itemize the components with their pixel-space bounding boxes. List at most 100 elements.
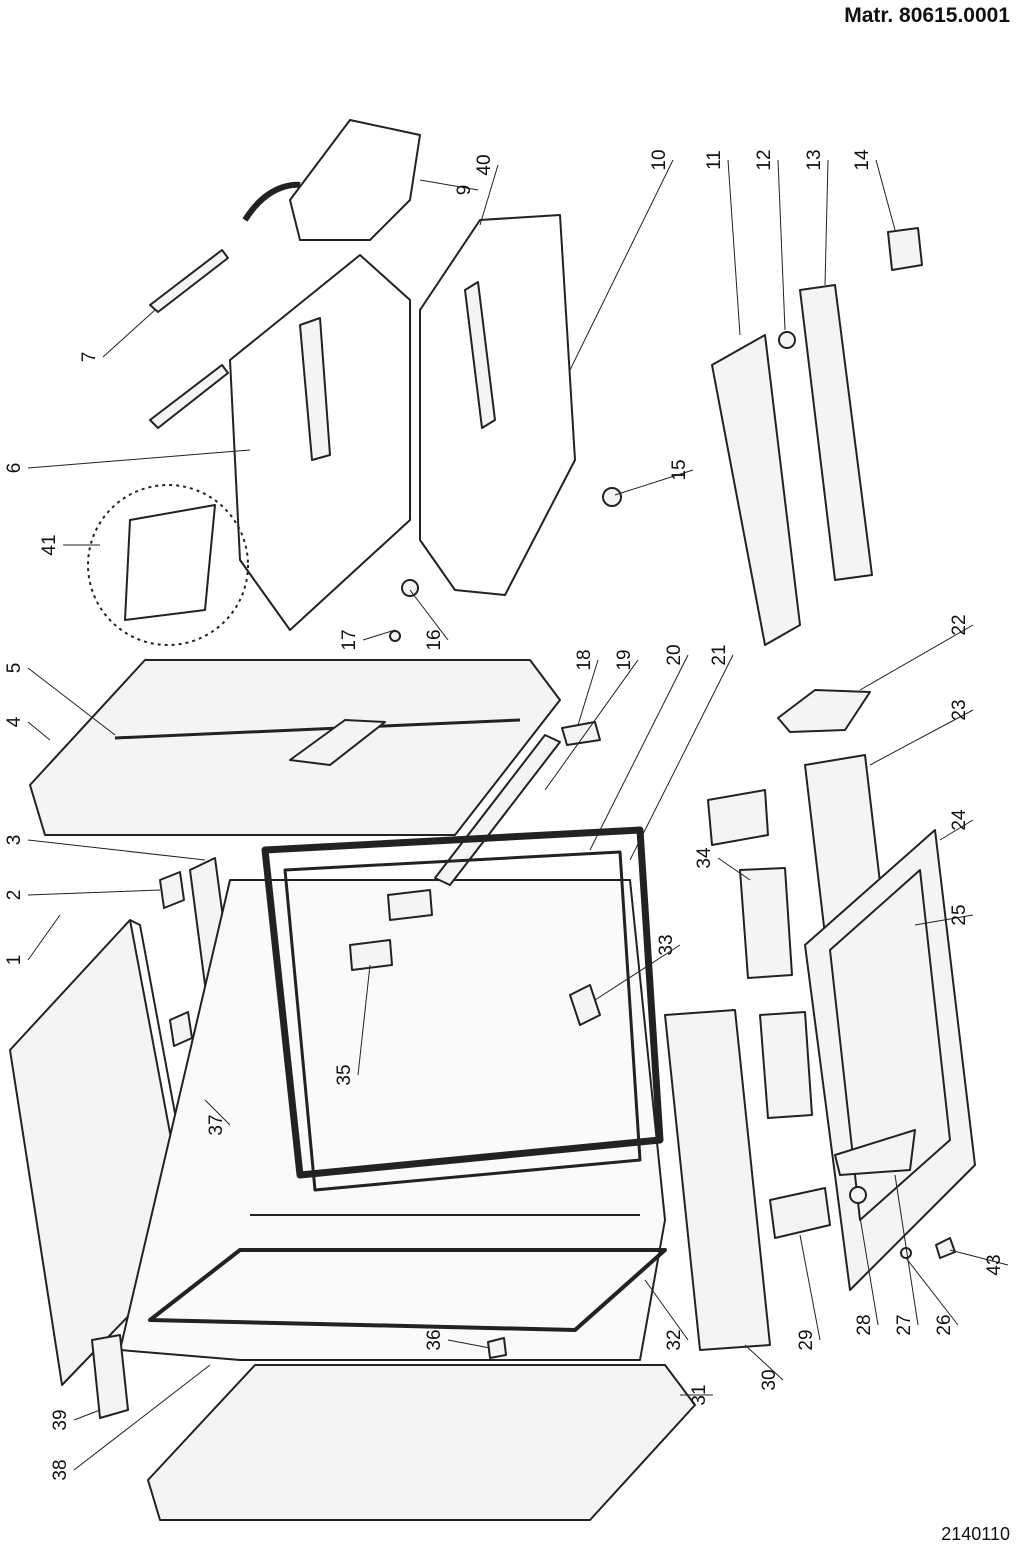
callout-41: 41 <box>39 534 60 555</box>
callout-31: 31 <box>689 1384 710 1405</box>
leader-14 <box>875 159 896 231</box>
callout-19: 19 <box>614 649 635 670</box>
callout-7: 7 <box>79 352 100 363</box>
callout-16: 16 <box>424 629 445 650</box>
callout-40: 40 <box>474 154 495 175</box>
part-9-handle <box>242 181 301 222</box>
callout-22: 22 <box>949 614 970 635</box>
leader-35 <box>357 964 371 1076</box>
part-6-handle <box>299 317 331 461</box>
part-plate <box>289 719 386 766</box>
part-35-hinge <box>349 939 393 971</box>
part-13-rail <box>799 284 873 581</box>
leader-11 <box>727 159 741 336</box>
leader-23 <box>869 709 974 766</box>
leader-18 <box>577 659 599 726</box>
leader-16 <box>409 589 449 641</box>
callout-32: 32 <box>664 1329 685 1350</box>
leader-33 <box>594 944 681 1001</box>
part-22-cover <box>777 689 871 733</box>
part-28-knob <box>849 1186 867 1204</box>
leader-34 <box>717 857 751 881</box>
leader-24 <box>939 819 974 841</box>
leader-26 <box>905 1257 959 1326</box>
leader-32 <box>644 1279 689 1341</box>
callout-12: 12 <box>754 149 775 170</box>
part-29-bracket <box>769 1187 831 1239</box>
leader-13 <box>824 159 829 286</box>
callout-23: 23 <box>949 699 970 720</box>
callout-18: 18 <box>574 649 595 670</box>
part-15-wheel <box>602 487 622 507</box>
part-14-cover <box>887 227 923 271</box>
callout-13: 13 <box>804 149 825 170</box>
part-20-gasket <box>261 826 664 1179</box>
part-31-side-panel <box>147 1364 696 1521</box>
leader-22 <box>859 624 974 691</box>
callout-4: 4 <box>4 716 25 727</box>
callout-34: 34 <box>694 847 715 869</box>
part-19-strip <box>434 734 561 886</box>
part-30-panel <box>664 1009 771 1351</box>
callout-35: 35 <box>334 1064 355 1085</box>
part-10-handle <box>464 281 496 429</box>
leader-43 <box>949 1249 1009 1266</box>
callout-33: 33 <box>656 934 677 955</box>
callout-15: 15 <box>669 459 690 480</box>
callout-3: 3 <box>4 835 25 846</box>
callout-6: 6 <box>4 463 25 474</box>
callout-24: 24 <box>949 809 970 831</box>
leader-1 <box>27 914 61 961</box>
callout-36: 36 <box>424 1329 445 1350</box>
callout-9: 9 <box>454 185 475 196</box>
part-43-clip <box>935 1237 956 1259</box>
callout-21: 21 <box>709 644 730 665</box>
callout-17: 17 <box>339 629 360 650</box>
leader-4 <box>27 721 51 741</box>
leader-25 <box>914 914 974 926</box>
callout-14: 14 <box>852 149 873 171</box>
part-33-hinge <box>569 984 601 1026</box>
leader-39 <box>73 1409 101 1421</box>
part-10-upper-basket <box>419 214 576 596</box>
part-bracket-small <box>169 1011 193 1047</box>
leader-10 <box>569 159 674 371</box>
leader-36 <box>447 1339 491 1349</box>
callout-27: 27 <box>894 1314 915 1335</box>
leader-37 <box>204 1099 231 1126</box>
callout-29: 29 <box>796 1329 817 1350</box>
part-39-foot <box>91 1334 129 1419</box>
part-9-cutlery-basket <box>289 119 421 241</box>
callout-25: 25 <box>949 904 970 925</box>
leader-12 <box>777 159 786 331</box>
callout-26: 26 <box>934 1314 955 1335</box>
part-4-side-panel <box>29 659 561 836</box>
part-11-rail <box>711 334 801 646</box>
leader-15 <box>614 469 694 496</box>
callout-43: 43 <box>984 1254 1005 1275</box>
callout-39: 39 <box>50 1409 71 1430</box>
part-36-clip <box>487 1337 507 1359</box>
part-2-bracket <box>159 871 185 909</box>
part-16-wheel <box>401 579 419 597</box>
callout-2: 2 <box>4 890 25 901</box>
callout-28: 28 <box>854 1314 875 1335</box>
leader-lines <box>27 159 1009 1471</box>
callout-11: 11 <box>704 150 725 170</box>
part-bracket-34-top <box>707 789 769 846</box>
leader-17 <box>362 629 396 641</box>
part-18-clip <box>561 721 601 746</box>
part-32-frame <box>148 1248 667 1332</box>
leader-7 <box>102 309 156 358</box>
leader-30 <box>744 1344 784 1381</box>
part-41-wheel-carrier <box>124 504 216 621</box>
leader-6 <box>27 449 251 469</box>
callout-30: 30 <box>759 1369 780 1390</box>
callout-38: 38 <box>50 1459 71 1480</box>
part-7-spray-arm-lower <box>149 364 229 429</box>
leader-29 <box>799 1234 821 1341</box>
callout-37: 37 <box>206 1114 227 1135</box>
